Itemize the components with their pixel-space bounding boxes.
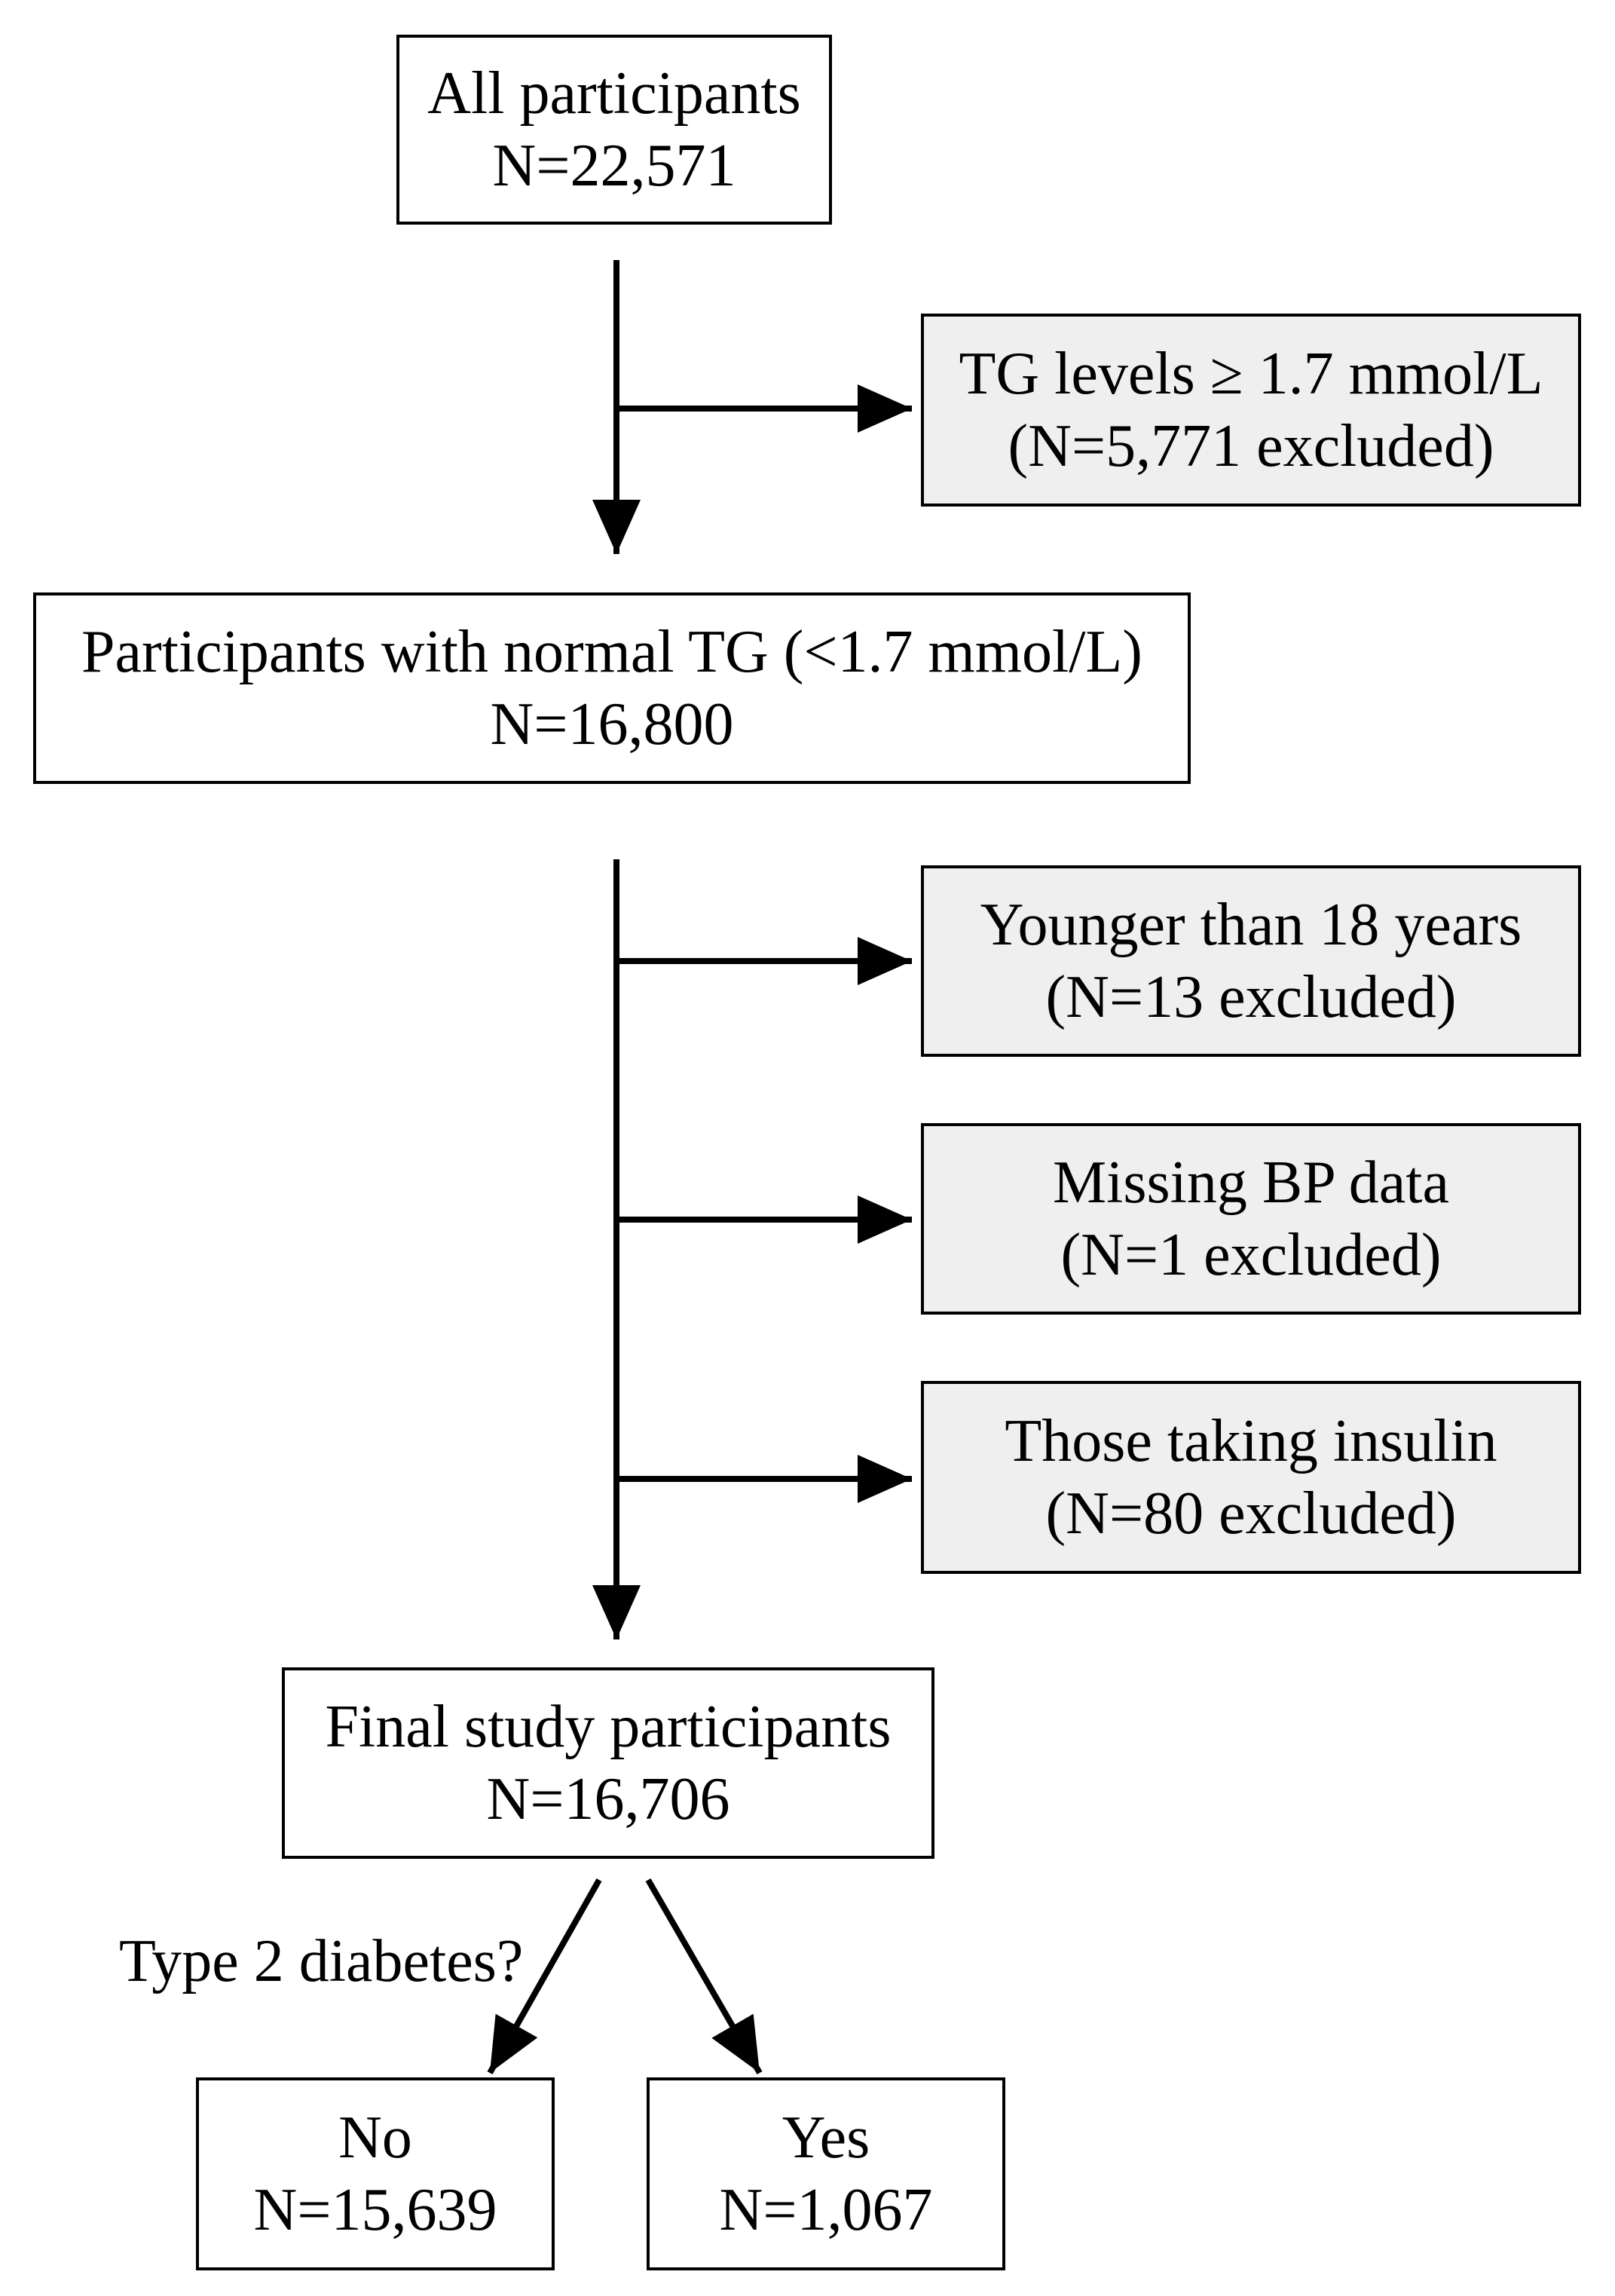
tg-exclusion-box: TG levels ≥ 1.7 mmol/L (N=5,771 excluded… (921, 314, 1581, 507)
yes-diabetes-box: Yes N=1,067 (647, 2077, 1005, 2270)
all-participants-title: All participants (427, 60, 801, 127)
no-diabetes-box: No N=15,639 (196, 2077, 555, 2270)
insulin-exclusion-criterion: Those taking insulin (1005, 1408, 1497, 1474)
no-diabetes-title: No (338, 2105, 412, 2171)
final-participants-count: N=16,706 (486, 1766, 730, 1832)
final-participants-title: Final study participants (325, 1694, 892, 1760)
final-participants-box: Final study participants N=16,706 (282, 1667, 934, 1859)
no-diabetes-count: N=15,639 (253, 2177, 497, 2243)
yes-diabetes-count: N=1,067 (719, 2177, 933, 2243)
split-arrow-yes (645, 1878, 763, 2075)
insulin-exclusion-count: (N=80 excluded) (1045, 1480, 1457, 1547)
tg-exclusion-criterion: TG levels ≥ 1.7 mmol/L (959, 341, 1543, 407)
normal-tg-title: Participants with normal TG (<1.7 mmol/L… (81, 619, 1142, 685)
bp-exclusion-criterion: Missing BP data (1053, 1150, 1449, 1216)
split-arrow-no (487, 1878, 602, 2074)
bp-exclusion-count: (N=1 excluded) (1060, 1222, 1442, 1288)
insulin-exclusion-box: Those taking insulin (N=80 excluded) (921, 1381, 1581, 1574)
normal-tg-box: Participants with normal TG (<1.7 mmol/L… (33, 592, 1191, 784)
bp-exclusion-box: Missing BP data (N=1 excluded) (921, 1123, 1581, 1315)
age-exclusion-box: Younger than 18 years (N=13 excluded) (921, 865, 1581, 1057)
all-participants-count: N=22,571 (492, 133, 736, 199)
yes-diabetes-title: Yes (782, 2105, 870, 2171)
all-participants-box: All participants N=22,571 (396, 35, 832, 225)
diabetes-question-label: Type 2 diabetes? (119, 1928, 524, 1994)
age-exclusion-count: (N=13 excluded) (1045, 964, 1457, 1030)
tg-exclusion-count: (N=5,771 excluded) (1008, 413, 1494, 479)
normal-tg-count: N=16,800 (490, 691, 734, 758)
age-exclusion-criterion: Younger than 18 years (980, 892, 1522, 958)
